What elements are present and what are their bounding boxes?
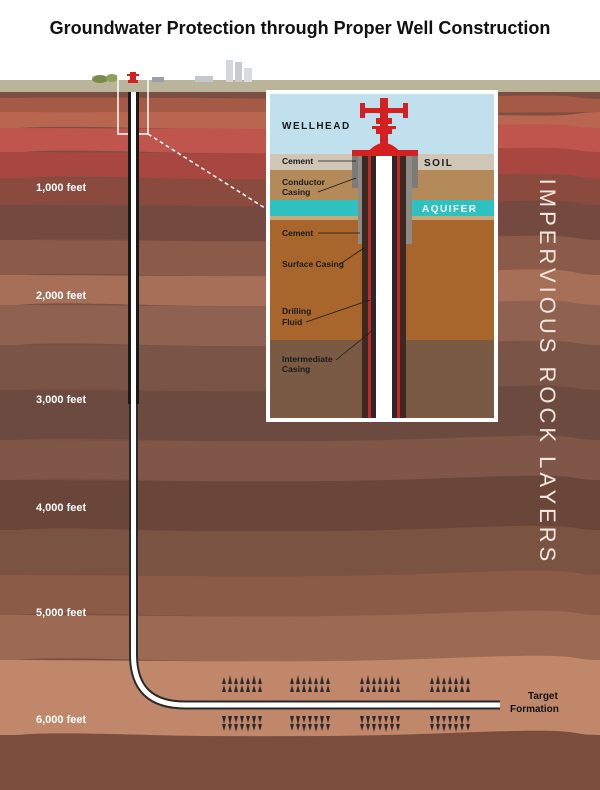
- fracture-zones: [222, 675, 470, 732]
- inset-well-bore: [376, 154, 392, 418]
- wellhead-small-icon: [127, 72, 139, 83]
- depth-label-5000: 5,000 feet: [36, 607, 86, 619]
- target-label-line1: Target: [528, 691, 558, 702]
- wellhead-icon: [352, 98, 418, 156]
- target-label-line2: Formation: [510, 704, 559, 715]
- surface-casing-label: Surface Casing: [282, 259, 344, 269]
- soil-label: SOIL: [424, 158, 453, 169]
- page-title: Groundwater Protection through Proper We…: [50, 18, 551, 38]
- cement-label-top: Cement: [282, 156, 313, 166]
- conductor-casing-label-line2: Casing: [282, 187, 310, 197]
- depth-label-4000: 4,000 feet: [36, 502, 86, 514]
- conductor-casing-label-line1: Conductor: [282, 177, 326, 187]
- wellhead-label: WELLHEAD: [282, 121, 351, 132]
- impervious-rock-layers-label: IMPERVIOUS ROCK LAYERS: [535, 179, 560, 566]
- ground-surface: [0, 80, 600, 92]
- fracture-group-4: [430, 675, 470, 732]
- drilling-fluid-label-line1: Drilling: [282, 306, 311, 316]
- aquifer-label: AQUIFER: [422, 204, 478, 215]
- depth-label-3000: 3,000 feet: [36, 394, 86, 406]
- depth-label-2000: 2,000 feet: [36, 290, 86, 302]
- intermediate-casing-label-line1: Intermediate: [282, 354, 333, 364]
- depth-label-6000: 6,000 feet: [36, 714, 86, 726]
- well-bore-upper: [131, 92, 136, 404]
- header-background: [0, 0, 600, 82]
- fracture-group-3: [360, 675, 400, 732]
- drilling-fluid-label-line2: Fluid: [282, 317, 302, 327]
- depth-label-1000: 1,000 feet: [36, 182, 86, 194]
- intermediate-casing-label-line2: Casing: [282, 364, 310, 374]
- surface-features: [92, 60, 252, 83]
- fracture-group-2: [290, 675, 330, 732]
- wellhead-inset: WELLHEAD SOIL AQUIFER Cement Conductor C…: [266, 90, 498, 422]
- well-pipe: [131, 404, 500, 708]
- fracture-group-1: [222, 675, 262, 732]
- depth-labels: 1,000 feet 2,000 feet 3,000 feet 4,000 f…: [36, 182, 86, 726]
- callout-line: [147, 133, 269, 211]
- cement-label-lower: Cement: [282, 228, 313, 238]
